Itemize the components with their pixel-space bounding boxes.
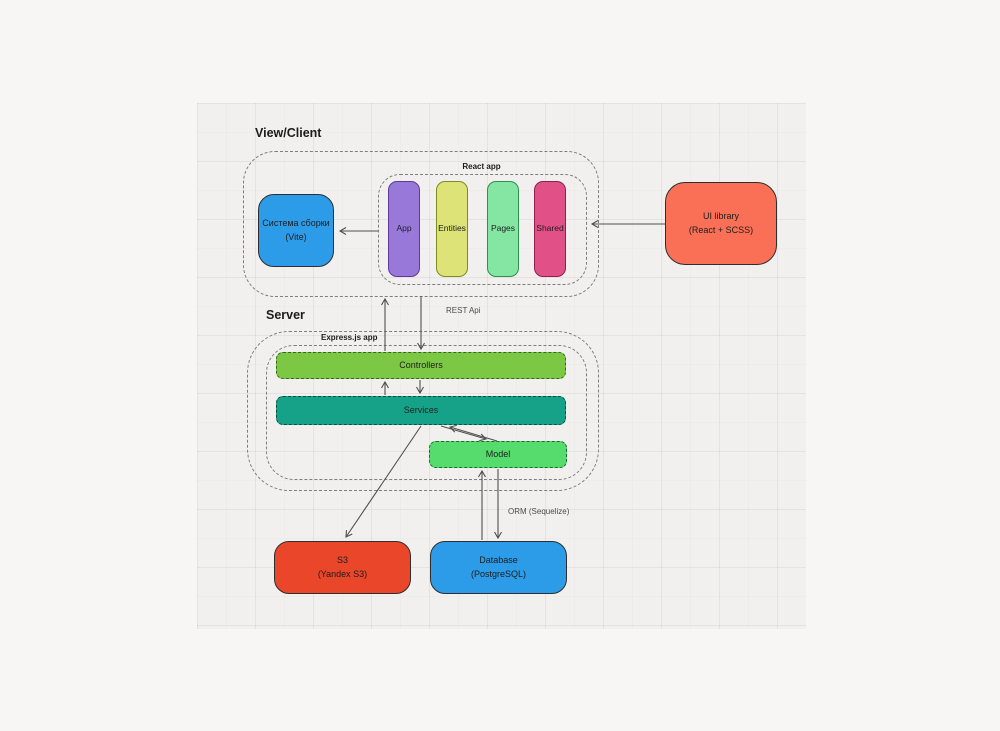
- orm-edge-label: ORM (Sequelize): [508, 507, 570, 516]
- model-label: Model: [485, 448, 511, 459]
- pill-pages-node[interactable]: Pages: [487, 181, 519, 277]
- rest-api-edge-label: REST Api: [446, 306, 481, 315]
- model-bar[interactable]: Model: [429, 441, 567, 468]
- database-label: Database (PostgreSQL): [470, 554, 527, 579]
- pill-app-label: App: [396, 223, 412, 234]
- ui-library-node[interactable]: UI library (React + SCSS): [665, 182, 777, 265]
- database-node[interactable]: Database (PostgreSQL): [430, 541, 567, 594]
- s3-label: S3 (Yandex S3): [317, 554, 368, 579]
- services-bar[interactable]: Services: [276, 396, 566, 425]
- services-label: Services: [403, 404, 439, 415]
- pill-pages-label: Pages: [490, 223, 516, 234]
- pill-entities-node[interactable]: Entities: [436, 181, 468, 277]
- build-system-label: Система сборки (Vite): [262, 217, 330, 242]
- server-section-label: Server: [266, 308, 305, 322]
- pill-shared-label: Shared: [536, 223, 564, 234]
- controllers-bar[interactable]: Controllers: [276, 352, 566, 379]
- server-container[interactable]: [247, 331, 599, 491]
- controllers-label: Controllers: [399, 359, 443, 370]
- react-app-container[interactable]: [378, 174, 587, 285]
- view-client-section-label: View/Client: [255, 126, 322, 140]
- express-app-container[interactable]: [266, 345, 587, 480]
- react-app-label: React app: [462, 162, 501, 171]
- s3-node[interactable]: S3 (Yandex S3): [274, 541, 411, 594]
- express-app-label: Express.js app: [321, 333, 378, 342]
- ui-library-label: UI library (React + SCSS): [688, 210, 754, 235]
- pill-shared-node[interactable]: Shared: [534, 181, 566, 277]
- pill-entities-label: Entities: [438, 223, 466, 234]
- pill-app-node[interactable]: App: [388, 181, 420, 277]
- build-system-node[interactable]: Система сборки (Vite): [258, 194, 334, 267]
